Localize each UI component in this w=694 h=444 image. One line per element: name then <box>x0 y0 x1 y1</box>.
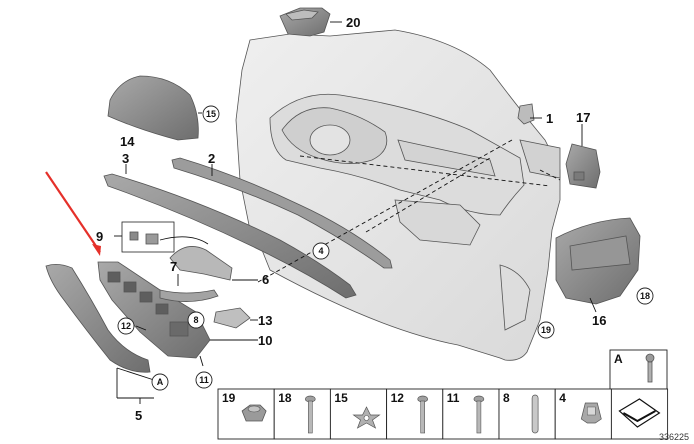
label-1: 1 <box>546 111 553 126</box>
table-label: 15 <box>334 391 348 405</box>
svg-text:12: 12 <box>121 321 131 331</box>
svg-text:A: A <box>157 377 164 387</box>
label-10: 10 <box>258 333 272 348</box>
part-17-bracket <box>565 143 601 189</box>
table-cell-tape <box>610 388 669 440</box>
part-7-trim <box>159 289 219 302</box>
svg-text:11: 11 <box>199 375 209 385</box>
fastener-table: A 19 18 15 12 11 8 4 <box>217 349 669 440</box>
svg-text:18: 18 <box>640 291 650 301</box>
screw-icon <box>473 395 485 434</box>
part-16-storage-pocket <box>555 217 641 305</box>
table-label-A: A <box>614 352 623 366</box>
label-20: 20 <box>346 15 360 30</box>
door-trim-panel <box>235 29 561 361</box>
circle-label-A: A <box>151 373 169 391</box>
label-3: 3 <box>122 151 129 166</box>
circle-label-4: 4 <box>312 242 330 260</box>
part-6-handle-trim <box>169 246 233 281</box>
svg-text:15: 15 <box>206 109 216 119</box>
circle-label-18: 18 <box>636 287 654 305</box>
screw-icon <box>417 395 429 434</box>
table-cell-15: 15 <box>329 388 388 440</box>
part-13-bracket <box>213 307 251 329</box>
label-14: 14 <box>120 134 135 149</box>
part-14-speaker-cover <box>107 75 199 141</box>
red-arrow-indicator <box>45 171 101 256</box>
table-cell-4: 4 <box>554 388 612 440</box>
table-label: 8 <box>503 391 510 405</box>
part-20-bracket <box>279 7 331 37</box>
table-label: 4 <box>559 391 566 405</box>
pin-icon <box>531 394 539 434</box>
clip-icon <box>580 402 602 424</box>
part-10-switch-panel <box>97 261 211 359</box>
part-3-trim-strip <box>103 173 357 299</box>
table-cell-12: 12 <box>386 388 444 440</box>
circle-label-19: 19 <box>537 321 555 339</box>
star-clip-icon <box>352 406 381 429</box>
table-cell-19: 19 <box>217 388 275 440</box>
svg-text:19: 19 <box>541 325 551 335</box>
circle-label-15: 15 <box>202 105 220 123</box>
table-cell-18: 18 <box>273 388 331 440</box>
table-label: 18 <box>278 391 292 405</box>
label-9: 9 <box>96 229 103 244</box>
sealing-tape-icon <box>618 398 661 428</box>
label-2: 2 <box>208 151 215 166</box>
part-9-clip-box <box>121 221 175 253</box>
part-1-clip <box>517 103 535 125</box>
label-5: 5 <box>135 408 142 423</box>
label-7: 7 <box>170 259 177 274</box>
part-5-grab-handle <box>45 264 151 373</box>
screw-icon <box>304 395 316 434</box>
label-17: 17 <box>576 110 590 125</box>
label-13: 13 <box>258 313 272 328</box>
table-label: 12 <box>391 391 405 405</box>
clip-nut-icon <box>241 404 267 422</box>
circle-label-12: 12 <box>117 317 135 335</box>
svg-text:8: 8 <box>193 315 198 325</box>
table-label: 19 <box>222 391 236 405</box>
table-cell-8: 8 <box>498 388 556 440</box>
table-cell-11: 11 <box>442 388 500 440</box>
circle-label-11: 11 <box>195 371 213 389</box>
svg-text:4: 4 <box>318 246 323 256</box>
part-2-trim-carrier <box>171 157 393 269</box>
circle-label-8: 8 <box>187 311 205 329</box>
screw-icon <box>645 353 655 383</box>
reference-number: 336225 <box>659 432 689 442</box>
label-6: 6 <box>262 272 269 287</box>
table-label: 11 <box>447 391 460 405</box>
label-16: 16 <box>592 313 606 328</box>
